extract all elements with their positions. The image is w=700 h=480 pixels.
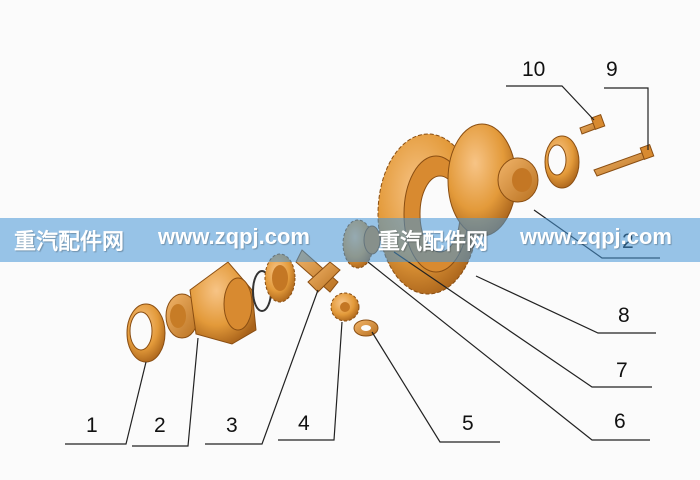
callout-1: 1	[86, 414, 98, 437]
callout-6: 6	[614, 410, 626, 433]
part-long-bolt	[593, 144, 655, 177]
callout-9: 9	[606, 58, 618, 81]
callout-8: 8	[618, 304, 630, 327]
part-case-flange-right	[447, 123, 539, 237]
watermark-site-name: 重汽配件网	[14, 230, 125, 255]
callout-5: 5	[462, 412, 474, 435]
watermark-url-2: www.zqpj.com	[520, 224, 672, 249]
part-bearing-right	[544, 135, 580, 189]
part-short-bolt	[579, 114, 606, 135]
part-thrust-washer	[353, 319, 379, 337]
part-differential-case	[165, 261, 257, 345]
watermark-band: 重汽配件网 www.zqpj.com 重汽配件网 www.zqpj.com	[0, 218, 700, 262]
callout-3: 3	[226, 414, 238, 437]
part-bearing-left	[126, 303, 166, 363]
callout-2: 2	[154, 414, 166, 437]
callout-4: 4	[298, 412, 310, 435]
part-side-gear	[252, 253, 296, 312]
callout-7: 7	[616, 359, 628, 382]
callout-labels: 1 2 3 4 5 6 7 8 9 10 2	[86, 58, 634, 437]
callout-10: 10	[522, 58, 545, 81]
watermark-site-name-2: 重汽配件网	[378, 230, 489, 255]
watermark-url: www.zqpj.com	[158, 224, 310, 249]
